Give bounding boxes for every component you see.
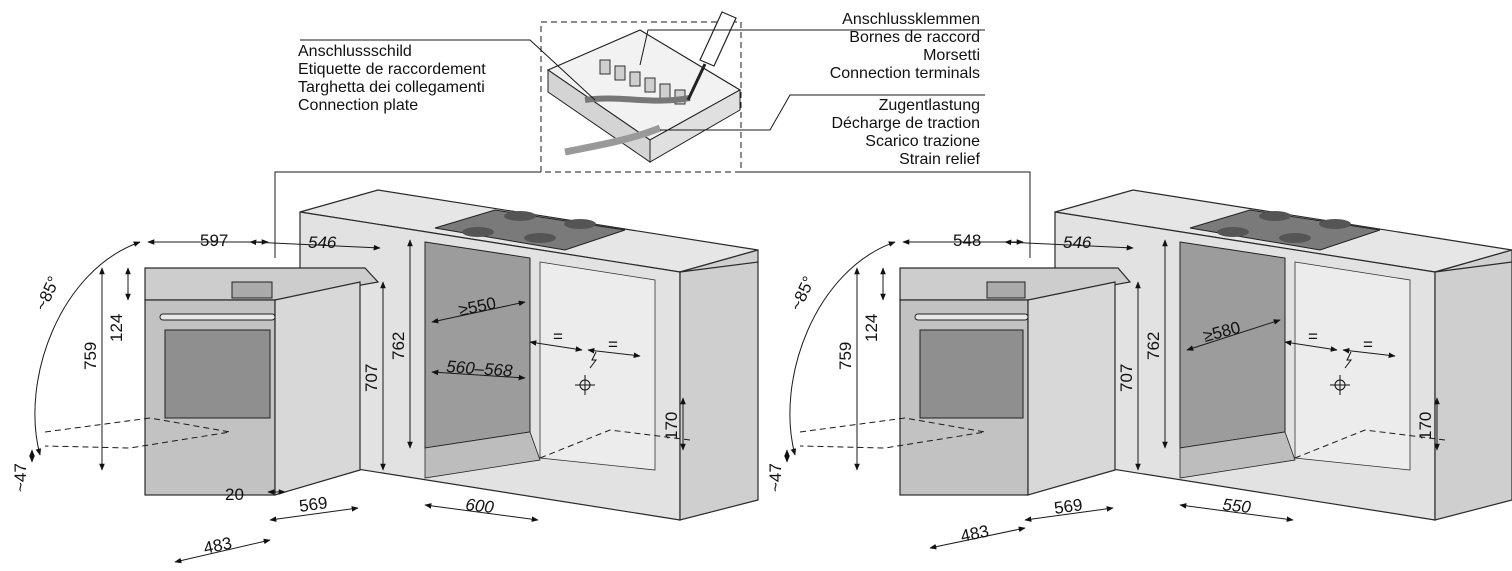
dim-socket-height: 170 (662, 412, 681, 440)
callout-strain-relief: Zugentlastung Décharge de traction Scari… (831, 97, 980, 168)
oven-window (164, 329, 271, 419)
oven-handle (914, 313, 1029, 321)
callout-label: Anschlussklemmen (842, 11, 980, 28)
dim-equal: = (553, 327, 563, 346)
dim-front-height: 124 (862, 314, 881, 342)
door-angle-arc (34, 241, 141, 456)
dim-depth: 569 (1053, 495, 1084, 518)
dim-equal: = (608, 335, 618, 354)
dim-angle: ~85° (786, 273, 818, 313)
callout-label: Morsetti (923, 47, 980, 64)
dim-equal: = (1308, 327, 1318, 346)
callout-label: Targhetta dei collegamenti (298, 79, 485, 96)
dim-socket-height: 170 (1416, 412, 1435, 440)
hob (434, 209, 626, 251)
dim-top-depth: 546 (1063, 233, 1092, 252)
dim-base-width: 483 (202, 533, 234, 557)
dim-equal: = (1363, 335, 1373, 354)
callout-label: Connection terminals (830, 65, 980, 82)
door-angle-arc (789, 241, 896, 456)
right-installation: 548 546 ~85° 124 759 707 762 ≥580 = = 17… (766, 189, 1512, 550)
callout-label: Anschlussschild (298, 43, 412, 60)
oven-window (919, 329, 1024, 419)
dim-body-height: 707 (1117, 364, 1136, 392)
screwdriver-icon (686, 11, 737, 101)
dim-angle: ~85° (31, 273, 63, 313)
dim-offset: 20 (225, 485, 244, 504)
callout-label: Scarico trazione (865, 133, 980, 150)
niche (1179, 241, 1286, 449)
oven-side (274, 281, 361, 496)
dim-niche-width: 600 (465, 495, 496, 517)
dim-drop: ~47 (766, 463, 785, 492)
dim-front-height: 124 (107, 314, 126, 342)
dim-niche-width: 550 (1222, 495, 1253, 517)
dim-body-height: 707 (362, 364, 381, 392)
callout-label: Décharge de traction (831, 115, 980, 132)
oven-side (1027, 281, 1116, 496)
callout-label: Bornes de raccord (849, 29, 980, 46)
dim-depth: 569 (298, 493, 329, 516)
detail-frame (540, 21, 742, 173)
callout-connection-terminals: Anschlussklemmen Bornes de raccord Morse… (830, 11, 980, 82)
dim-width: 597 (200, 231, 228, 250)
wires (584, 95, 691, 104)
dim-cabinet-height: 762 (1144, 332, 1163, 360)
control-panel (986, 281, 1026, 299)
oven-handle (159, 313, 276, 321)
dim-niche-depth: 560–568 (446, 357, 514, 381)
dim-cabinet-height: 762 (389, 332, 408, 360)
control-panel (231, 281, 273, 299)
dim-height: 759 (81, 342, 100, 370)
hob (1189, 209, 1381, 251)
callout-connection-plate: Anschlussschild Etiquette de raccordemen… (298, 43, 486, 114)
callout-label: Connection plate (298, 97, 418, 114)
dim-drop: ~47 (11, 463, 30, 492)
dim-base-width: 483 (959, 521, 991, 545)
niche (424, 241, 531, 449)
dim-top-depth: 546 (308, 233, 337, 252)
callout-label: Etiquette de raccordement (298, 61, 486, 78)
dim-height: 759 (836, 342, 855, 370)
dim-width: 548 (953, 231, 981, 250)
callout-label: Zugentlastung (879, 97, 980, 114)
left-installation: 597 546 ~85° 124 759 707 762 ≥550 560–56… (11, 189, 759, 564)
detail-inset (274, 11, 1031, 258)
power-cable (564, 124, 662, 156)
callout-label: Strain relief (899, 151, 980, 168)
